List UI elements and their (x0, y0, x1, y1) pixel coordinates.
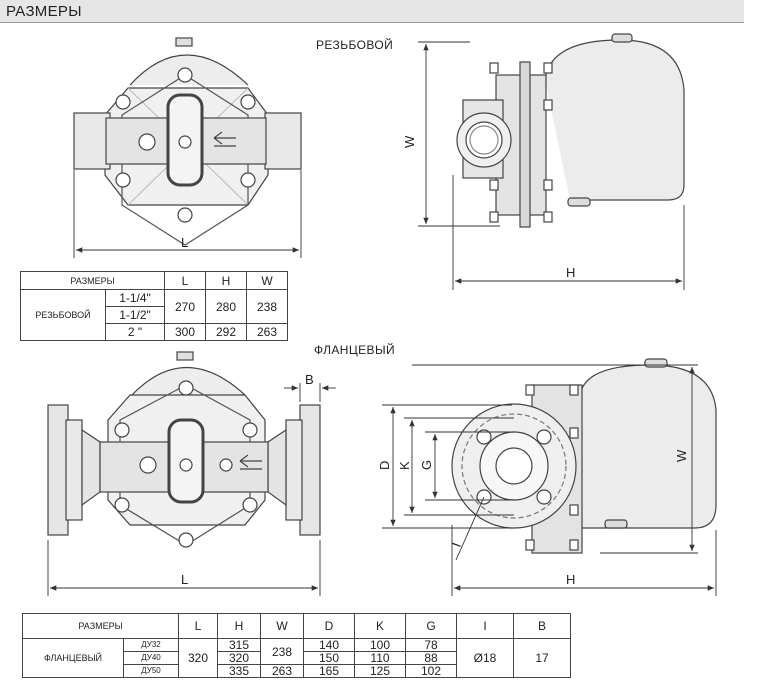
table-cell-H: 320 (217, 651, 261, 665)
dim-W-flanged: W (674, 449, 689, 462)
table-cell-H: 315 (217, 638, 261, 652)
table-header-K: K (354, 613, 406, 639)
table-cell-L: 320 (178, 638, 218, 678)
table-cell-D: 165 (303, 664, 355, 678)
table-header-sizes: РАЗМЕРЫ (20, 271, 165, 290)
table-cell-B: 17 (513, 638, 571, 678)
table-cell-W: 263 (260, 664, 304, 678)
dim-K-flanged: K (397, 461, 412, 470)
table-row-label: ФЛАНЦЕВЫЙ (22, 638, 124, 678)
table-header-W: W (246, 271, 288, 290)
table-cell-size: 2 " (105, 323, 165, 341)
table-cell-W: 263 (246, 323, 288, 341)
table-cell-G: 88 (405, 651, 457, 665)
page-title: РАЗМЕРЫ (6, 3, 82, 20)
table-header-L: L (178, 613, 218, 639)
table-header-H: H (217, 613, 261, 639)
dim-B-flanged: B (305, 372, 314, 387)
table-cell-W: 238 (260, 638, 304, 665)
table-cell-D: 150 (303, 651, 355, 665)
threaded-side-view (456, 33, 685, 228)
table-header-H: H (205, 271, 247, 290)
table-cell-K: 100 (354, 638, 406, 652)
table-cell-K: 125 (354, 664, 406, 678)
table-cell-size: ДУ50 (123, 664, 179, 678)
table-header-sizes: РАЗМЕРЫ (22, 613, 179, 639)
dim-L-flanged: L (181, 572, 188, 587)
table-cell-H: 335 (217, 664, 261, 678)
table-cell-size: ДУ32 (123, 638, 179, 652)
table-cell-D: 140 (303, 638, 355, 652)
table-header-G: G (405, 613, 457, 639)
caption-flanged: ФЛАНЦЕВЫЙ (314, 343, 396, 357)
table-header-I: I (456, 613, 514, 639)
dim-H-flanged: H (566, 572, 575, 587)
table-cell-K: 110 (354, 651, 406, 665)
dim-G-flanged: G (419, 460, 434, 470)
dim-H-threaded: H (566, 265, 575, 280)
table-cell-I: Ø18 (456, 638, 514, 678)
table-header-W: W (260, 613, 304, 639)
dim-D-flanged: D (377, 461, 392, 470)
table-cell-size: 1-1/4" (105, 289, 165, 307)
table-row-label: РЕЗЬБОВОЙ (20, 289, 106, 341)
table-header-D: D (303, 613, 355, 639)
flanged-front-view (47, 351, 321, 548)
table-cell-H: 280 (205, 289, 247, 324)
flanged-side-view (451, 358, 717, 554)
dim-W-threaded: W (402, 135, 417, 148)
table-cell-H: 292 (205, 323, 247, 341)
table-cell-L: 300 (164, 323, 206, 341)
table-cell-W: 238 (246, 289, 288, 324)
threaded-front-view (73, 37, 302, 246)
flanged-dimensions-table: РАЗМЕРЫ L H W D K G I B ФЛАНЦЕВЫЙ ДУ32 3… (22, 613, 571, 678)
dim-I-flanged: I (449, 540, 464, 549)
threaded-dimensions-table: РАЗМЕРЫ L H W РЕЗЬБОВОЙ 1-1/4" 270 280 2… (20, 271, 288, 341)
table-cell-size: ДУ40 (123, 651, 179, 665)
caption-threaded: РЕЗЬБОВОЙ (316, 38, 394, 52)
table-cell-size: 1-1/2" (105, 306, 165, 324)
table-header-B: B (513, 613, 571, 639)
table-cell-L: 270 (164, 289, 206, 324)
table-cell-G: 102 (405, 664, 457, 678)
table-header-L: L (164, 271, 206, 290)
page-header: РАЗМЕРЫ (0, 0, 744, 23)
dim-L-threaded: L (181, 235, 188, 250)
table-cell-G: 78 (405, 638, 457, 652)
